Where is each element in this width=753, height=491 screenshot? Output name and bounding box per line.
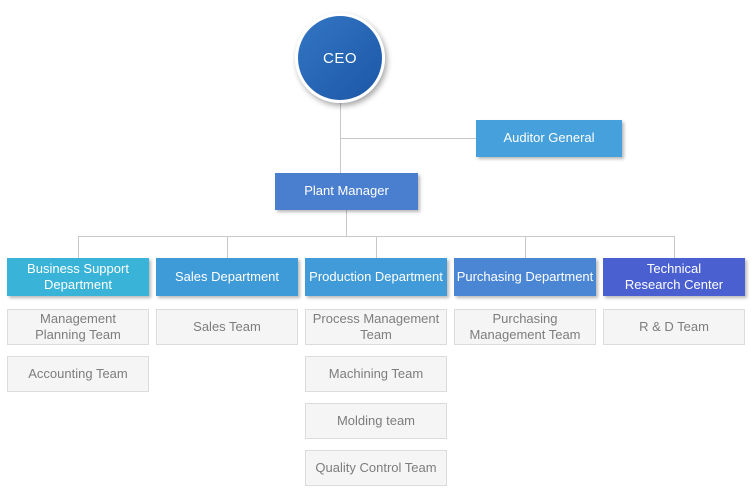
dept-node-sales: Sales Department [156,258,298,296]
ceo-node: CEO [295,13,385,103]
team-node: Purchasing Management Team [454,309,596,345]
connector-drop-technical [674,236,675,258]
dept-node-purchasing: Purchasing Department [454,258,596,296]
team-label: Quality Control Team [315,459,437,475]
auditor-general-node: Auditor General [476,120,622,157]
auditor-general-label: Auditor General [503,130,595,146]
team-node: R & D Team [603,309,745,345]
dept-label: Technical Research Center [624,260,724,292]
connector-to-auditor-general [340,138,476,139]
dept-label: Business Support Department [27,260,129,292]
team-node: Machining Team [305,356,447,392]
connector-drop-sales [227,236,228,258]
team-node: Molding team [305,403,447,439]
team-node: Process Management Team [305,309,447,345]
ceo-label: CEO [322,49,357,67]
team-label: Molding team [336,412,416,428]
team-node: Quality Control Team [305,450,447,486]
dept-column-sales: Sales Department Sales Team [156,258,298,345]
dept-label: Production Department [309,268,443,284]
team-node: Accounting Team [7,356,149,392]
team-node: Management Planning Team [7,309,149,345]
dept-label: Purchasing Department [456,268,594,284]
team-node: Sales Team [156,309,298,345]
dept-label: Sales Department [174,268,280,284]
connector-drop-business-support [78,236,79,258]
connector-drop-production [376,236,377,258]
connector-plant-manager-to-spine [346,210,347,236]
dept-column-purchasing: Purchasing Department Purchasing Managem… [454,258,596,345]
team-label: Purchasing Management Team [469,310,581,342]
team-label: Machining Team [328,365,424,381]
dept-node-business-support: Business Support Department [7,258,149,296]
connector-drop-purchasing [525,236,526,258]
dept-column-production: Production Department Process Management… [305,258,447,486]
team-label: Process Management Team [312,310,440,342]
team-label: R & D Team [639,318,709,334]
connector-ceo-to-plant-manager [340,101,341,173]
team-label: Management Planning Team [35,310,121,342]
dept-node-production: Production Department [305,258,447,296]
plant-manager-node: Plant Manager [275,173,418,210]
dept-column-business-support: Business Support Department Management P… [7,258,149,392]
dept-column-technical-research: Technical Research Center R & D Team [603,258,745,345]
team-label: Accounting Team [28,365,128,381]
team-label: Sales Team [193,318,261,334]
plant-manager-label: Plant Manager [304,183,389,199]
dept-node-technical-research: Technical Research Center [603,258,745,296]
